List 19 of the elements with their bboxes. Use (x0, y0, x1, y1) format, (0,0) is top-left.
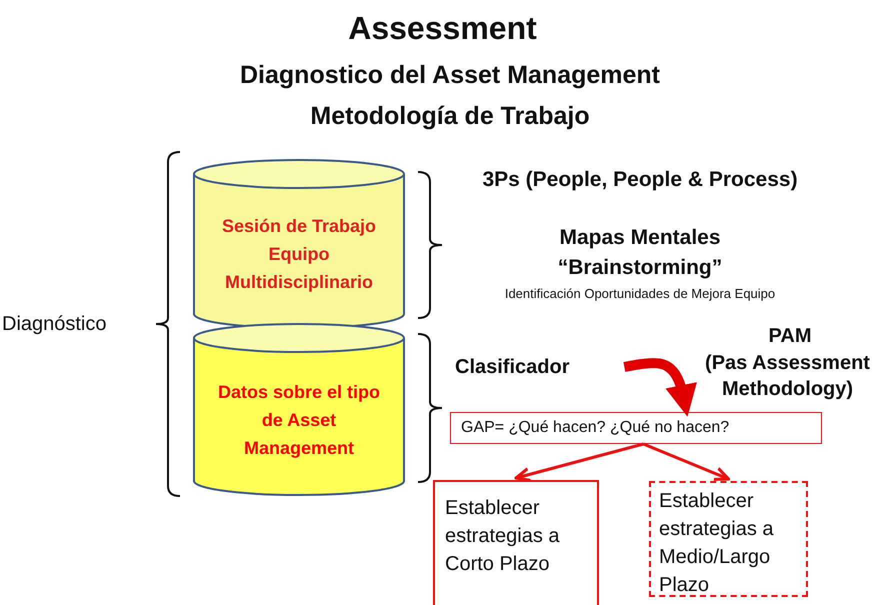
method-title: PAM (768, 324, 812, 349)
cylinder-label: Sesión de Trabajo Equipo Multidisciplinario (220, 215, 378, 294)
note: Identificación Oportunidades de Mejora Equipo (504, 285, 776, 302)
method-text: 3Ps (People, People & Process) (481, 167, 799, 193)
step-label: Clasificador (455, 355, 570, 380)
curved-arrow (623, 358, 697, 417)
strategy-box: Establecer estrategias a Medio/Largo Plazo (649, 481, 808, 597)
method-text: “Brainstorming” (556, 255, 724, 281)
cylinder-label: Datos sobre el tipo de Asset Management (216, 380, 382, 460)
method-text: (Pas Assessment Methodology) (704, 351, 871, 402)
subtitle: Diagnostico del Asset Management (239, 60, 661, 91)
arrow (514, 442, 644, 482)
strategy-box: Establecer estrategias a Corto Plazo (433, 480, 599, 605)
method-text: Mapas Mentales (558, 225, 722, 251)
title: Assessment (347, 10, 538, 47)
subtitle: Metodología de Trabajo (309, 101, 591, 132)
arrow (642, 442, 730, 481)
brace-label: Diagnóstico (2, 312, 108, 337)
gap-box: GAP= ¿Qué hacen? ¿Qué no hacen? (450, 412, 822, 444)
